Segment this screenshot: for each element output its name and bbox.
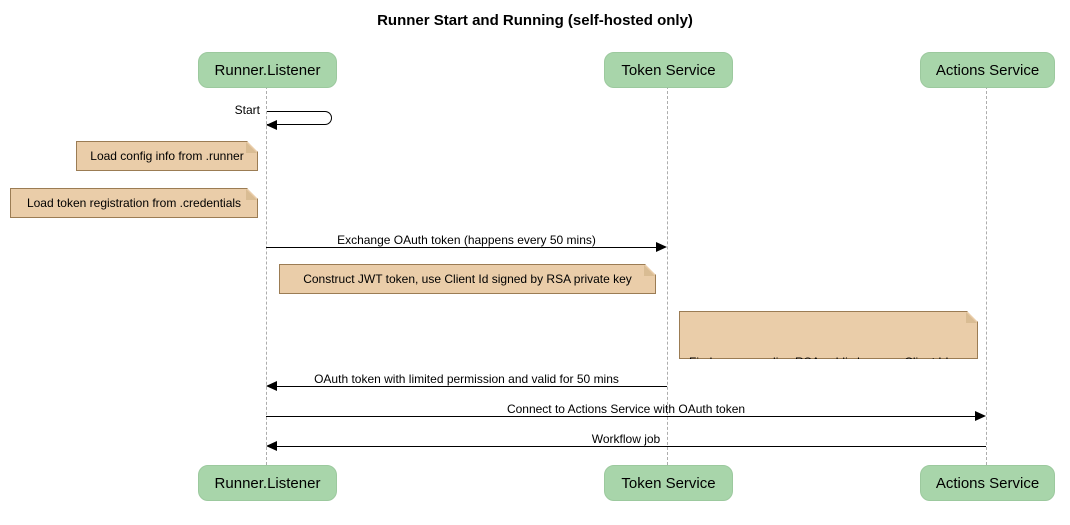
message-line [266,416,975,417]
note-text: Load config info from .runner [90,149,244,163]
message-line [277,386,667,387]
participant-top-runner-listener: Runner.Listener [198,52,337,88]
note-fold-icon [246,189,257,200]
participant-bottom-runner-listener: Runner.Listener [198,465,337,501]
participant-bottom-token-service: Token Service [604,465,733,501]
lifeline-token-service [667,86,668,465]
note-fold-icon [966,312,977,323]
diagram-title: Runner Start and Running (self-hosted on… [377,12,693,29]
participant-bottom-actions-service: Actions Service [920,465,1055,501]
participant-top-token-service: Token Service [604,52,733,88]
lifeline-runner-listener [266,86,267,465]
note-verify-jwt: Find corresponding RSA public key, use C… [679,311,978,359]
message-label-start: Start [234,103,260,117]
participant-top-actions-service: Actions Service [920,52,1055,88]
message-label-oauth-return: OAuth token with limited permission and … [314,372,619,386]
arrowhead-left-icon [266,441,277,451]
self-message-loop [267,111,332,125]
note-load-config: Load config info from .runner [76,141,258,171]
participant-label: Actions Service [935,61,1040,79]
note-fold-icon [644,265,655,276]
participant-label: Actions Service [935,474,1040,492]
arrowhead-left-icon [266,381,277,391]
arrowhead-right-icon [656,242,667,252]
note-text: Construct JWT token, use Client Id signe… [303,272,632,286]
message-label-connect: Connect to Actions Service with OAuth to… [506,402,746,416]
note-load-credentials: Load token registration from .credential… [10,188,258,218]
lifeline-actions-service [986,86,987,465]
message-line [277,446,986,447]
note-text: Find corresponding RSA public key, use C… [689,355,949,388]
arrowhead-right-icon [975,411,986,421]
participant-label: Token Service [621,474,716,492]
note-construct-jwt: Construct JWT token, use Client Id signe… [279,264,656,294]
arrowhead-left-icon [266,120,277,130]
note-fold-icon [246,142,257,153]
message-line [266,247,656,248]
message-label-workflow: Workflow job [591,432,661,446]
participant-label: Token Service [621,61,716,79]
message-label-exchange: Exchange OAuth token (happens every 50 m… [337,233,596,247]
participant-label: Runner.Listener [214,474,321,492]
participant-label: Runner.Listener [214,61,321,79]
note-text: Load token registration from .credential… [26,196,242,210]
